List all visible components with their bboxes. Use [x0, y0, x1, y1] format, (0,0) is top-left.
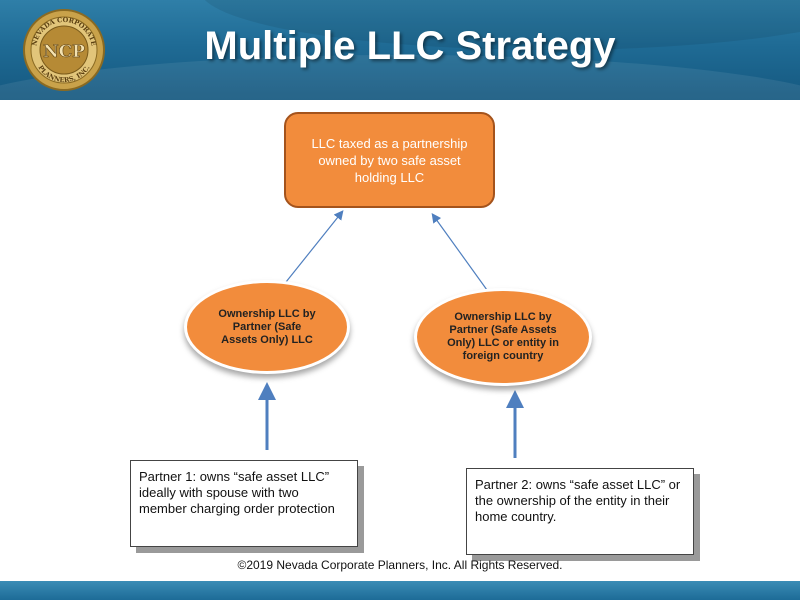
partner2-text: Partner 2: owns “safe asset LLC” or the …	[475, 477, 681, 524]
arrow-right-to-top	[431, 213, 488, 291]
top-llc-box: LLC taxed as a partnership owned by two …	[284, 112, 495, 208]
company-logo: NEVADA CORPORATE PLANNERS, INC. NCP	[23, 9, 105, 91]
right-ownership-ellipse: Ownership LLC by Partner (Safe Assets On…	[414, 288, 592, 386]
arrow-left-to-top	[285, 210, 344, 283]
top-llc-text: LLC taxed as a partnership owned by two …	[311, 135, 468, 185]
header-banner	[0, 0, 800, 100]
partner1-text: Partner 1: owns “safe asset LLC” ideally…	[139, 469, 335, 516]
page-title: Multiple LLC Strategy	[204, 24, 616, 68]
copyright-text: ©2019 Nevada Corporate Planners, Inc. Al…	[237, 558, 563, 572]
footer-bar	[0, 581, 800, 600]
partner1-box: Partner 1: owns “safe asset LLC” ideally…	[130, 460, 358, 547]
left-ellipse-text: Ownership LLC by Partner (Safe Assets On…	[218, 307, 316, 346]
right-ellipse-text: Ownership LLC by Partner (Safe Assets On…	[447, 311, 559, 362]
partner2-box: Partner 2: owns “safe asset LLC” or the …	[466, 468, 694, 555]
left-ownership-ellipse: Ownership LLC by Partner (Safe Assets On…	[184, 280, 350, 374]
logo-monogram: NCP	[43, 42, 85, 62]
